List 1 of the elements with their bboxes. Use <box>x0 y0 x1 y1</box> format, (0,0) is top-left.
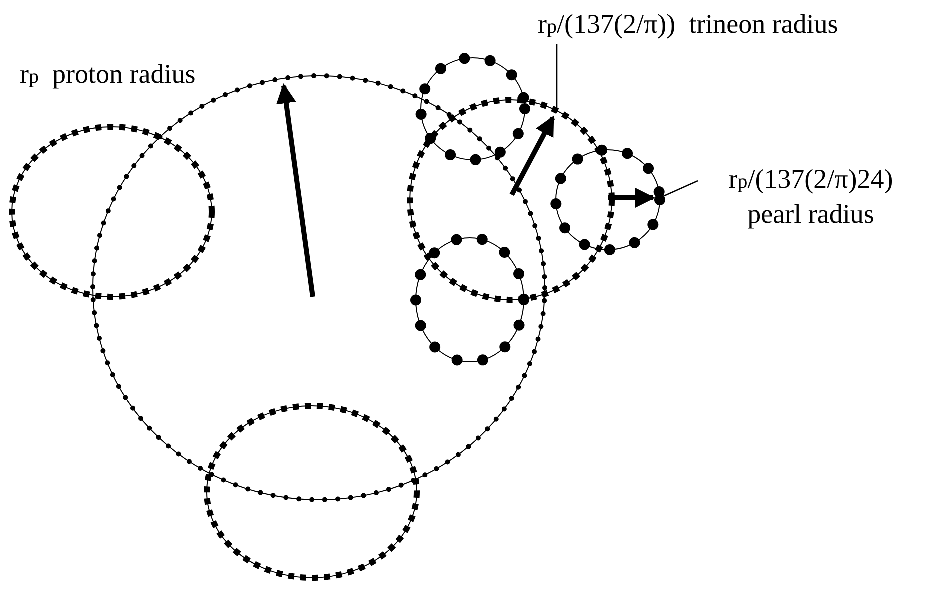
leader-line <box>556 44 558 109</box>
